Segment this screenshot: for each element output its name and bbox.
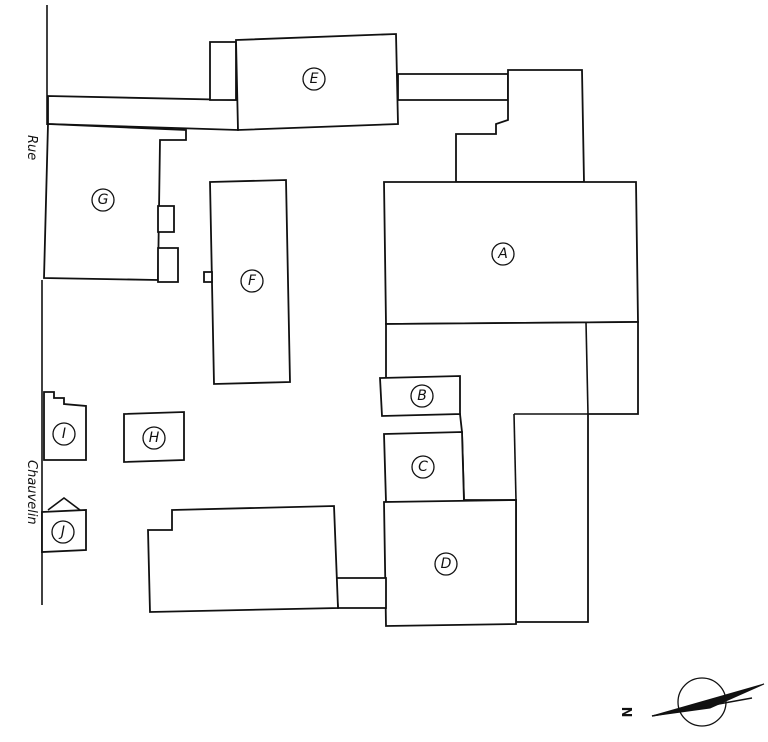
building-f-stub	[203, 271, 213, 283]
a-east-wing-divider	[585, 321, 589, 415]
corridor-east-of-e	[397, 73, 509, 101]
south-connector-outline	[335, 577, 387, 609]
building-g-outline	[43, 123, 187, 281]
label-a-text: A	[497, 246, 508, 262]
building-labels: A B C D E F G H	[51, 67, 515, 576]
label-b: B	[410, 384, 434, 408]
building-a-north-annex	[455, 69, 585, 183]
label-i: I	[52, 422, 76, 446]
south-block-outline	[147, 505, 339, 613]
street-name-rue: Rue	[24, 135, 39, 160]
building-south-block	[147, 505, 339, 613]
compass-needle-icon	[651, 683, 765, 717]
compass-north-label: N	[621, 707, 636, 718]
label-j-text: J	[58, 524, 65, 540]
e-annex-stub	[209, 41, 237, 101]
a-east-wing-divider-3	[513, 413, 517, 501]
label-c-text: C	[418, 459, 428, 475]
compass-needle-tail-icon	[651, 697, 753, 717]
label-f-text: F	[248, 273, 257, 289]
label-h: H	[142, 426, 166, 450]
building-g	[43, 123, 187, 283]
building-j-roof	[47, 497, 81, 511]
label-i-text: I	[62, 426, 66, 442]
building-g-annex-2	[157, 247, 179, 283]
label-c: C	[411, 455, 435, 479]
compass-rose: N	[621, 677, 765, 727]
label-a: A	[491, 242, 515, 266]
label-h-text: H	[149, 430, 160, 446]
label-f: F	[240, 269, 264, 293]
label-j: J	[51, 520, 75, 544]
label-g-text: G	[98, 192, 109, 208]
label-d-text: D	[441, 556, 452, 572]
label-g: G	[91, 188, 115, 212]
label-e-text: E	[310, 71, 319, 87]
a-north-annex-outline	[455, 69, 585, 183]
label-d: D	[434, 552, 458, 576]
building-g-annex-1	[157, 205, 175, 233]
label-b-text: B	[417, 388, 427, 404]
building-south-connector	[335, 577, 387, 609]
street-name-chauvelin: Chauvelin	[24, 460, 39, 525]
label-e: E	[302, 67, 326, 91]
